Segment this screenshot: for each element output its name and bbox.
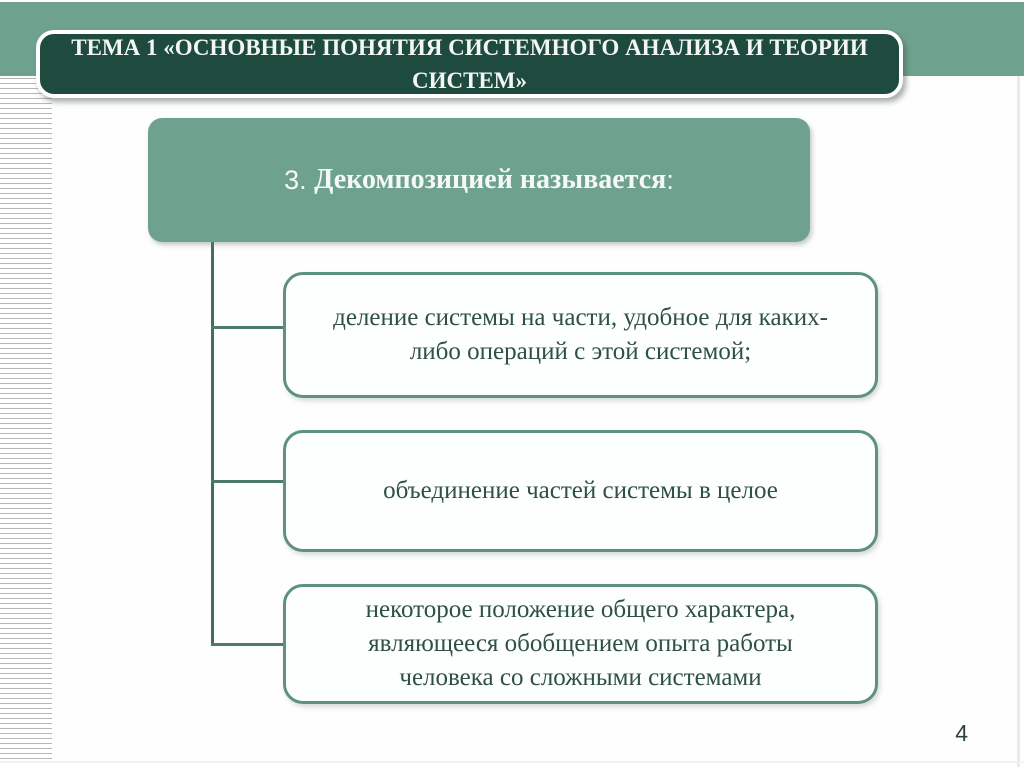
left-stripes-decoration	[0, 78, 52, 762]
slide-title-box: ТЕМА 1 «ОСНОВНЫЕ ПОНЯТИЯ СИСТЕМНОГО АНАЛ…	[36, 30, 903, 98]
answer-box-3: некоторое положение общего характера, яв…	[283, 584, 878, 704]
question-box: 3. Декомпозицией называется:	[148, 118, 810, 242]
answer-text-1: деление системы на части, удобное для ка…	[333, 304, 828, 365]
connector-branch-2	[211, 480, 285, 483]
right-edge-line	[1017, 76, 1020, 767]
slide-title: ТЕМА 1 «ОСНОВНЫЕ ПОНЯТИЯ СИСТЕМНОГО АНАЛ…	[71, 35, 868, 93]
answer-box-1: деление системы на части, удобное для ка…	[283, 272, 878, 398]
question-text: Декомпозицией называется	[314, 164, 667, 195]
question-number: 3.	[284, 164, 315, 195]
bottom-edge-line	[0, 761, 1024, 763]
connector-branch-1	[211, 326, 285, 329]
page-number: 4	[955, 720, 968, 746]
connector-branch-3	[211, 643, 285, 646]
answer-text-3: некоторое положение общего характера, яв…	[365, 596, 796, 691]
connector-vertical-line	[211, 242, 214, 646]
question-colon: :	[666, 164, 674, 195]
answer-box-2: объединение частей системы в целое	[283, 430, 878, 552]
answer-text-2: объединение частей системы в целое	[383, 477, 778, 505]
